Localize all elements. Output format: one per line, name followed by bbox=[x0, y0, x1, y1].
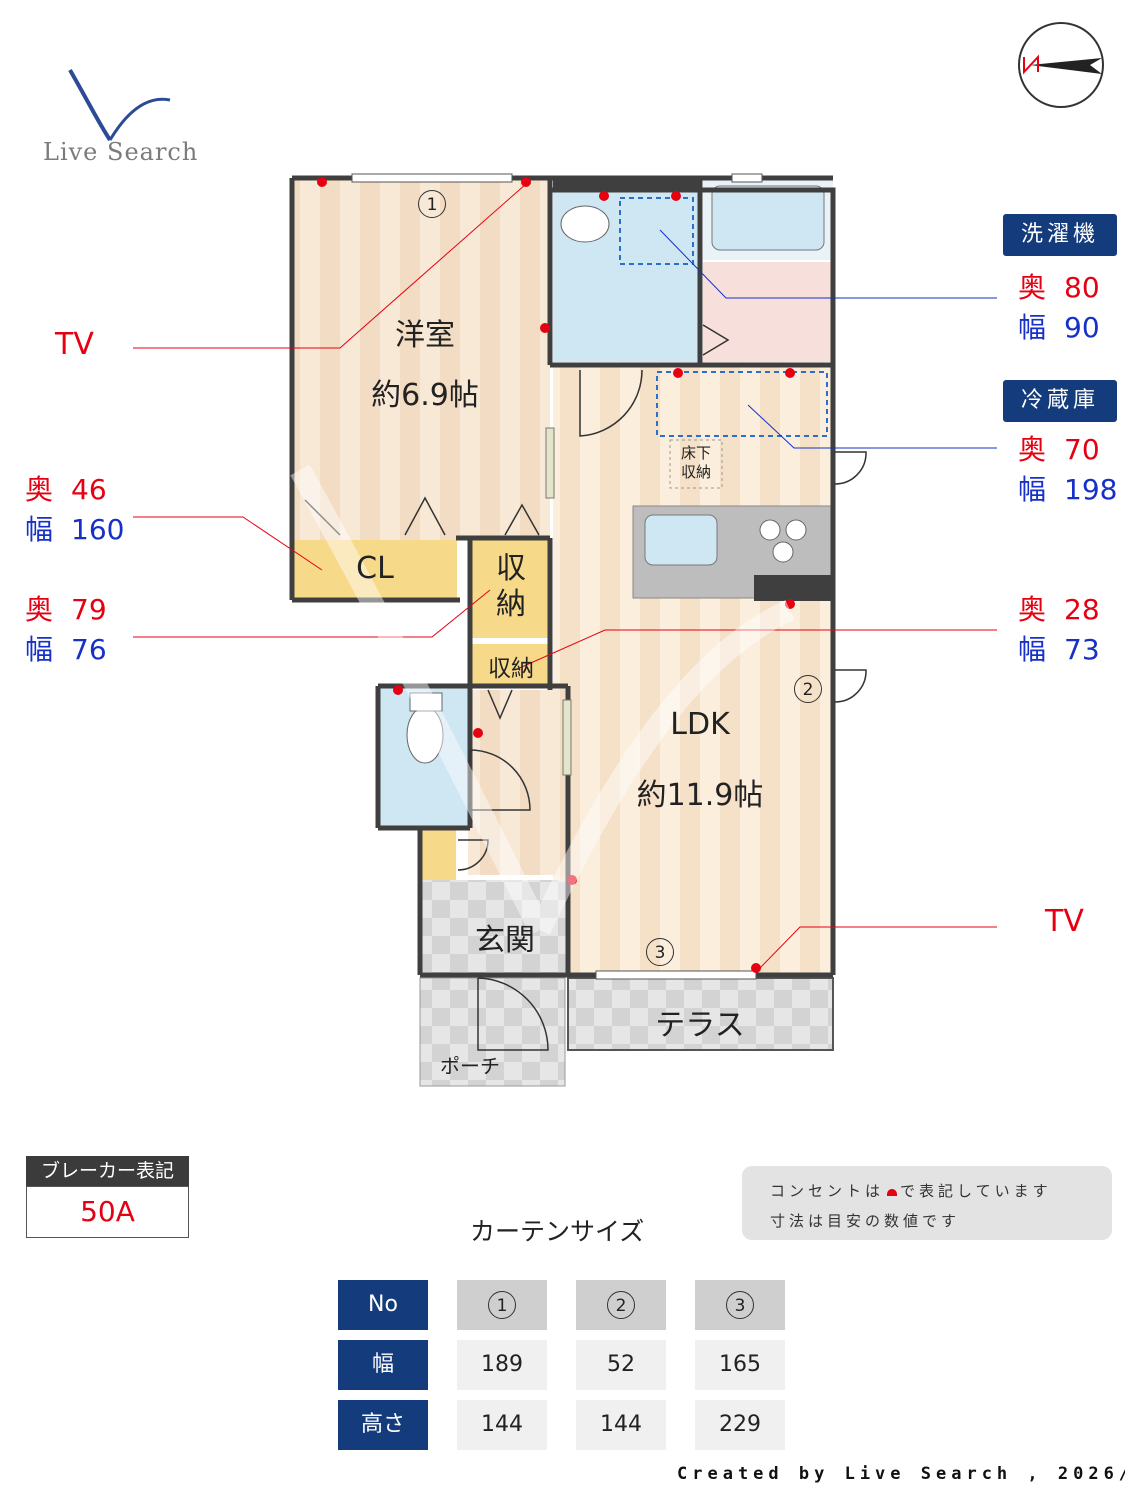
logo-text: Live Search bbox=[43, 138, 199, 166]
tv-left-label: TV bbox=[55, 327, 94, 362]
window-2-marker: 2 bbox=[794, 675, 822, 703]
washer-badge: 洗濯機 bbox=[1003, 214, 1117, 256]
room-ldk-size: 約11.9帖 bbox=[636, 778, 764, 813]
compass bbox=[1018, 22, 1104, 108]
curtain-height-1: 144 bbox=[457, 1400, 547, 1450]
breaker-box: ブレーカー表記 50A bbox=[26, 1156, 189, 1238]
note-line2: 寸法は目安の数値です bbox=[770, 1212, 961, 1230]
outlet-icon bbox=[887, 1189, 898, 1196]
logo: Live Search bbox=[40, 60, 210, 170]
room-western-size: 約6.9帖 bbox=[371, 378, 479, 413]
curtain-height-2: 144 bbox=[576, 1400, 666, 1450]
logo-mark-icon bbox=[68, 69, 171, 142]
room-storage-small-label: 収納 bbox=[488, 656, 534, 682]
floor-plan bbox=[133, 173, 997, 1087]
curtain-col-3: 3 bbox=[695, 1280, 785, 1330]
room-entrance-label: 玄関 bbox=[475, 923, 535, 958]
compass-needle-icon bbox=[1023, 54, 1102, 75]
room-porch-label: ポーチ bbox=[440, 1054, 500, 1078]
window-3-marker: 3 bbox=[646, 938, 674, 966]
curtain-row-height-label: 高さ bbox=[338, 1400, 428, 1450]
curtain-col-1: 1 bbox=[457, 1280, 547, 1330]
curtain-height-3: 229 bbox=[695, 1400, 785, 1450]
breaker-value: 50A bbox=[26, 1186, 189, 1238]
curtain-width-3: 165 bbox=[695, 1340, 785, 1390]
curtain-width-1: 189 bbox=[457, 1340, 547, 1390]
room-storage-label: 収納 bbox=[496, 551, 526, 622]
room-western-name: 洋室 bbox=[395, 318, 455, 353]
watermark bbox=[290, 464, 795, 935]
tv-right-label: TV bbox=[1045, 904, 1084, 939]
curtain-width-2: 52 bbox=[576, 1340, 666, 1390]
window-1-marker: 1 bbox=[418, 190, 446, 218]
curtain-header-no: No bbox=[338, 1280, 428, 1330]
legend-note: コンセントはで表記しています 寸法は目安の数値です bbox=[742, 1166, 1112, 1240]
room-underfloor-label: 床下収納 bbox=[680, 444, 711, 481]
note-line1b: で表記しています bbox=[900, 1182, 1052, 1200]
room-closet-label: CL bbox=[356, 551, 394, 586]
note-line1: コンセントは bbox=[770, 1182, 885, 1200]
curtain-title: カーテンサイズ bbox=[470, 1217, 645, 1246]
breaker-label: ブレーカー表記 bbox=[26, 1156, 189, 1186]
curtain-row-width-label: 幅 bbox=[338, 1340, 428, 1390]
fridge-badge: 冷蔵庫 bbox=[1003, 380, 1117, 422]
room-terrace-label: テラス bbox=[655, 1008, 745, 1043]
curtain-col-2: 2 bbox=[576, 1280, 666, 1330]
room-ldk-name: LDK bbox=[670, 707, 730, 742]
footer-credit: Created by Live Search , 2026/4 bbox=[677, 1464, 1125, 1484]
